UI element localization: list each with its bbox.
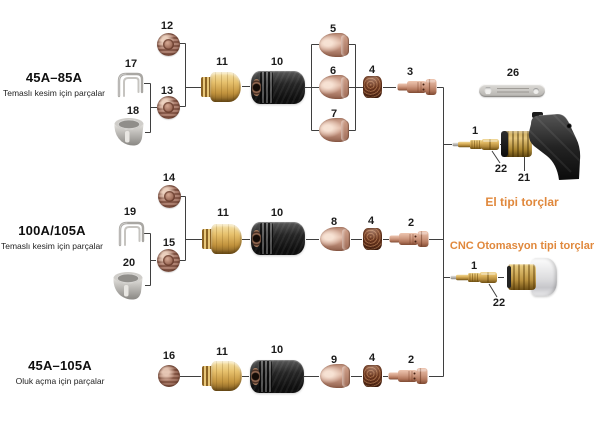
part-19-spring-clip xyxy=(118,221,145,247)
part-4-swirl-ring xyxy=(363,76,382,98)
part-number-label: 19 xyxy=(123,206,137,218)
part-number-label: 4 xyxy=(368,64,376,76)
part-18-gouging-deflector xyxy=(113,117,144,146)
part-number-label: 22 xyxy=(494,163,508,175)
part-4-swirl-ring xyxy=(363,365,382,387)
part-26-torch-wrench xyxy=(479,84,545,97)
cnc-torch-coupling xyxy=(507,264,536,290)
part-3-electrode xyxy=(397,78,437,96)
wrench-engraving xyxy=(497,87,529,94)
part-2-electrode xyxy=(389,230,429,248)
section-45a-105a: 45A–105A Oluk açma için parçalar xyxy=(5,358,115,386)
part-number-label: 11 xyxy=(217,207,229,219)
part-5-nozzle xyxy=(319,33,349,57)
part-13-shield-cap xyxy=(157,96,180,119)
part-number-label: 20 xyxy=(122,257,136,269)
part-number-label: 15 xyxy=(162,237,176,249)
hand-torch-label: El tipi torçlar xyxy=(485,195,559,209)
section-subtitle: Oluk açma için parçalar xyxy=(15,376,105,386)
part-11-retaining-cap xyxy=(201,72,241,102)
part-number-label: 4 xyxy=(367,215,375,227)
section-subtitle: Temaslı kesim için parçalar xyxy=(2,88,106,98)
part-number-label: 10 xyxy=(270,344,284,356)
part-number-label: 9 xyxy=(330,354,338,366)
cnc-torch-label: CNC Otomasyon tipi torçlar xyxy=(449,240,595,252)
part-10-swirl-ring-housing xyxy=(251,222,305,255)
part-number-label: 3 xyxy=(406,66,414,78)
part-20-gouging-deflector xyxy=(112,271,143,300)
part-8-nozzle xyxy=(320,227,350,251)
part-6-nozzle xyxy=(319,75,349,99)
part-7-nozzle xyxy=(319,118,349,142)
section-45a-85a: 45A–85A Temaslı kesim için parçalar xyxy=(0,70,109,98)
part-number-label: 1 xyxy=(470,260,478,272)
part-number-label: 11 xyxy=(216,56,228,68)
part-1-electrode-assembly-cnc xyxy=(450,271,498,284)
part-4-swirl-ring xyxy=(363,228,382,250)
part-number-label: 5 xyxy=(329,23,337,35)
part-11-retaining-cap xyxy=(202,224,242,254)
part-number-label: 2 xyxy=(407,217,415,229)
part-number-label: 14 xyxy=(162,172,176,184)
hand-torch-body xyxy=(528,112,581,180)
part-number-label: 2 xyxy=(407,354,415,366)
part-number-label: 21 xyxy=(517,172,531,184)
part-10-swirl-ring-housing xyxy=(251,71,305,104)
part-16-gouging-shield xyxy=(158,365,180,387)
part-number-label: 1 xyxy=(471,125,479,137)
part-number-label: 10 xyxy=(270,207,284,219)
part-2-electrode xyxy=(388,367,428,385)
part-number-label: 22 xyxy=(492,297,506,309)
part-number-label: 4 xyxy=(368,352,376,364)
part-15-shield-cap xyxy=(157,249,180,272)
part-number-label: 8 xyxy=(330,216,338,228)
part-number-label: 26 xyxy=(506,67,520,79)
part-number-label: 13 xyxy=(160,85,174,97)
section-title: 100A/105A xyxy=(18,223,86,238)
part-number-label: 18 xyxy=(126,105,140,117)
part-17-spring-clip xyxy=(117,72,144,98)
part-14-shield-cap xyxy=(158,185,181,208)
part-21-torch-coupling xyxy=(501,131,532,157)
part-number-label: 10 xyxy=(270,56,284,68)
section-subtitle: Temaslı kesim için parçalar xyxy=(0,241,104,251)
part-number-label: 16 xyxy=(162,350,176,362)
section-title: 45A–85A xyxy=(25,70,83,85)
part-number-label: 12 xyxy=(160,20,174,32)
part-number-label: 6 xyxy=(329,65,337,77)
part-12-shield-cap xyxy=(157,33,180,56)
part-9-gouging-nozzle xyxy=(320,364,350,388)
section-100a-105a: 100A/105A Temaslı kesim için parçalar xyxy=(0,223,107,251)
part-number-label: 17 xyxy=(124,58,138,70)
section-title: 45A–105A xyxy=(28,358,92,373)
part-number-label: 11 xyxy=(216,346,228,358)
part-10-swirl-ring-housing xyxy=(250,360,304,393)
part-1-electrode-assembly-hand xyxy=(452,138,500,151)
part-11-retaining-cap xyxy=(202,361,242,391)
part-number-label: 7 xyxy=(330,108,338,120)
